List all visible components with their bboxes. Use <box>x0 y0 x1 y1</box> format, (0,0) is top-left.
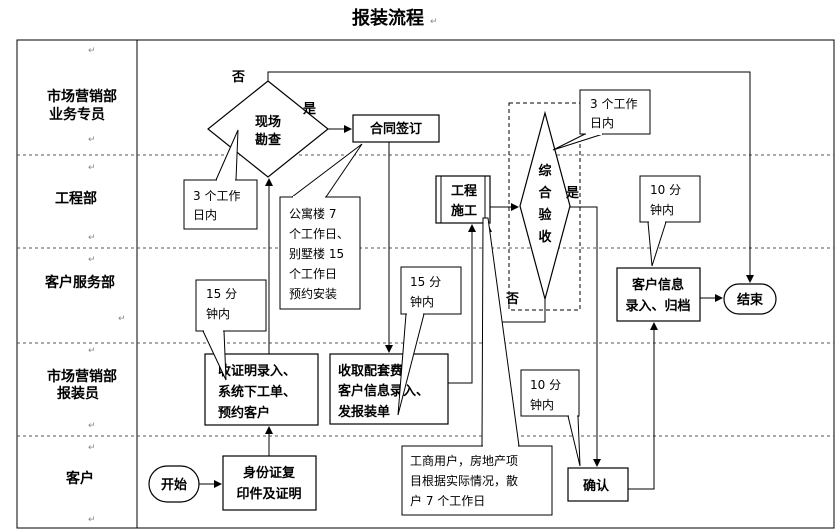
survey-label-line2: 勘查 <box>255 132 282 148</box>
survey-yes-label: 是 <box>302 102 317 117</box>
survey-time-line2: 日内 <box>193 208 217 222</box>
construction-box <box>435 175 491 224</box>
contract-time-line2: 个工作日、 <box>289 227 349 241</box>
fee-time-line1: 15 分 <box>410 275 441 289</box>
survey-label-line1: 现场 <box>255 115 281 130</box>
survey-time-line1: 3 个工作 <box>193 189 240 203</box>
fee-label-line2: 客户信息录入、 <box>338 383 429 399</box>
svg-text:↵: ↵ <box>88 163 96 173</box>
contract-label: 合同签订 <box>370 121 422 137</box>
svg-text:↵: ↵ <box>88 421 96 431</box>
arrow-acceptance-yes-to-confirm <box>570 206 601 467</box>
fee-label-line1: 收取配套费、 <box>338 363 416 379</box>
lane-4-label-line2: 报装员 <box>57 385 99 402</box>
acceptance-no-label: 否 <box>505 292 519 307</box>
arrow-survey-no-to-end <box>267 71 754 283</box>
contract-box <box>352 114 440 143</box>
receive-time-line1: 15 分 <box>206 287 237 301</box>
page-title: 报装流程 <box>352 7 424 29</box>
survey-time-callout-pointer <box>215 129 239 181</box>
entry-time-callout-pointer <box>647 221 667 267</box>
fee-time-callout <box>400 266 462 315</box>
arrow-confirm-to-entry <box>628 322 658 490</box>
construction-time-callout <box>401 445 553 516</box>
svg-text:↵: ↵ <box>430 17 438 27</box>
lane-2-label: 工程部 <box>55 190 97 207</box>
construction-time-callout-pointer <box>481 217 520 447</box>
contract-time-line5: 预约安装 <box>289 286 337 301</box>
receive-label-line3: 预约客户 <box>218 405 270 421</box>
start-label: 开始 <box>161 477 187 493</box>
accept-time-line2: 日内 <box>590 116 614 130</box>
construction-label-line1: 工程 <box>451 184 477 199</box>
contract-time-line4: 个工作日 <box>289 267 337 281</box>
fee-time-line2: 钟内 <box>410 294 434 309</box>
lane-4-label-line1: 市场营销部 <box>47 368 117 385</box>
acceptance-label-4: 收 <box>538 229 552 245</box>
idcard-label-line1: 身份证复 <box>243 465 296 481</box>
entry-time-line1: 10 分 <box>650 183 681 197</box>
construction-time-line2: 目根据实际情况，散 <box>410 473 518 488</box>
acceptance-yes-label: 是 <box>565 186 580 201</box>
end-terminator <box>723 283 777 315</box>
confirm-box <box>567 467 629 502</box>
fee-time-callout-pointer <box>397 313 425 416</box>
lane-1-label-line1: 市场营销部 <box>47 88 117 105</box>
end-label: 结束 <box>737 292 764 308</box>
construction-label-line2: 施工 <box>451 203 477 219</box>
contract-time-callout <box>279 196 361 310</box>
acceptance-label-3: 验 <box>538 207 552 223</box>
paragraph-marks: ↵ ↵ ↵ ↵ ↵ ↵ ↵ ↵ ↵ ↵ <box>88 46 126 525</box>
svg-text:↵: ↵ <box>88 515 96 525</box>
svg-text:↵: ↵ <box>88 255 96 265</box>
receive-time-line2: 钟内 <box>206 306 230 321</box>
confirm-time-line1: 10 分 <box>530 378 561 392</box>
acceptance-label-1: 综 <box>538 163 551 179</box>
confirm-time-callout <box>520 369 580 417</box>
arrow-fee-to-construction <box>448 224 476 384</box>
lane-1-label-line2: 业务专员 <box>49 106 105 123</box>
contract-time-line3: 别墅楼 15 <box>289 246 344 261</box>
svg-text:↵: ↵ <box>88 443 96 453</box>
receive-time-callout <box>195 279 267 332</box>
entry-time-line2: 钟内 <box>650 202 674 217</box>
lane-3-label: 客户服务部 <box>44 274 115 291</box>
confirm-label: 确认 <box>583 478 610 494</box>
construction-time-line3: 户 7 个工作日 <box>410 493 485 508</box>
acceptance-frame <box>508 102 581 311</box>
confirm-time-callout-pointer <box>567 415 581 467</box>
receive-label-line1: 收证明录入、 <box>218 363 296 379</box>
fee-box <box>329 353 449 425</box>
construction-time-line1: 工商用户，房地产项 <box>410 453 518 468</box>
idcard-label-line2: 印件及证明 <box>236 486 301 502</box>
entry-label-line1: 客户信息 <box>632 277 684 293</box>
idcard-box <box>222 455 317 511</box>
lane-5-label: 客户 <box>65 470 94 487</box>
accept-time-callout-pointer <box>552 133 604 151</box>
contract-time-callout-pointer <box>291 143 363 198</box>
svg-text:↵: ↵ <box>118 314 126 324</box>
accept-time-line1: 3 个工作 <box>590 97 637 111</box>
receive-label-line2: 系统下工单、 <box>218 384 296 400</box>
contract-time-line1: 公寓楼 7 <box>289 206 336 221</box>
svg-text:↵: ↵ <box>88 346 96 356</box>
acceptance-label-2: 合 <box>538 185 552 201</box>
entry-time-callout <box>639 175 701 223</box>
entry-box <box>616 267 701 322</box>
receive-time-callout-pointer <box>202 330 227 381</box>
survey-time-callout <box>183 179 258 230</box>
fee-label-line3: 发报装单 <box>337 404 390 420</box>
entry-label-line2: 录入、归档 <box>625 298 690 314</box>
svg-text:↵: ↵ <box>88 46 96 56</box>
svg-text:↵: ↵ <box>88 135 96 145</box>
svg-text:↵: ↵ <box>88 233 96 243</box>
confirm-time-line2: 钟内 <box>530 397 554 412</box>
survey-no-label: 否 <box>231 70 245 85</box>
accept-time-callout <box>579 89 651 135</box>
diagram-frame <box>16 39 835 529</box>
acceptance-decision <box>519 110 571 302</box>
survey-decision <box>207 80 329 178</box>
